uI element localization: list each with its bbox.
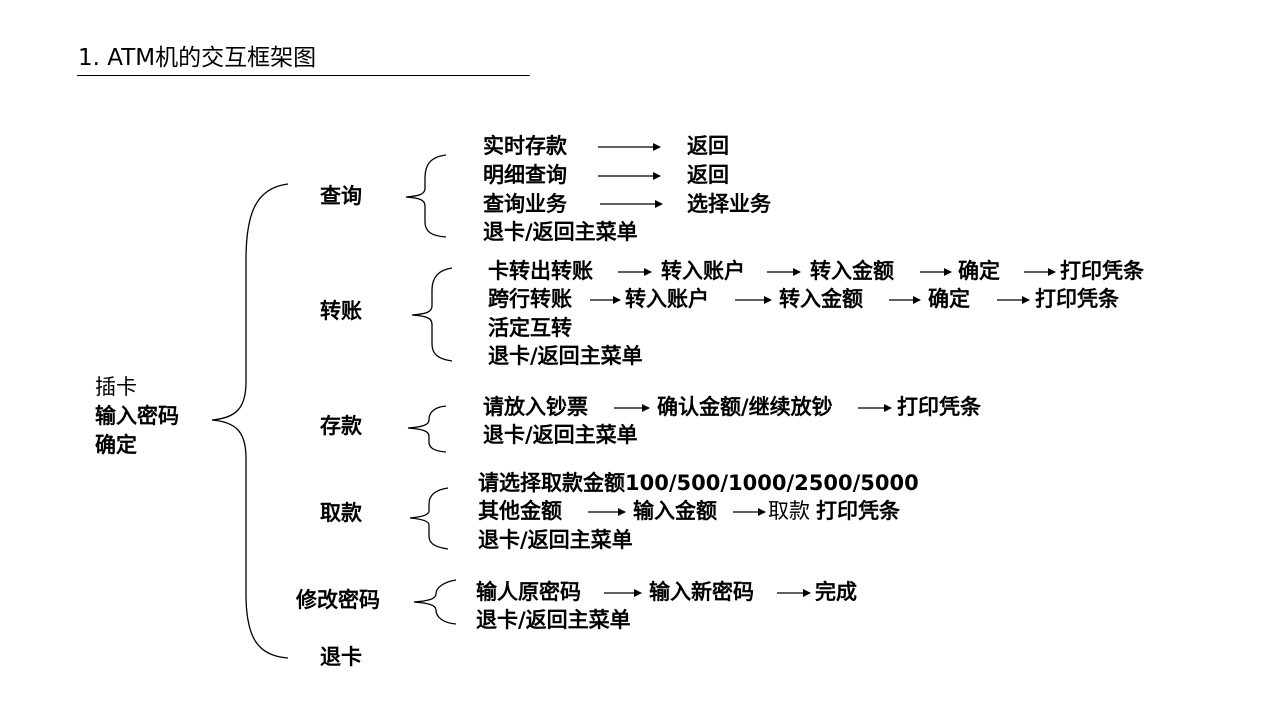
category-deposit: 存款 [320,414,362,438]
transfer-row-1-item-2: 转入账户 [661,259,745,283]
query-row-3-item-2: 选择业务 [687,192,771,216]
withdraw-row-2-item-1: 其他金额 [478,499,562,523]
transfer-row-2-item-2: 转入账户 [625,287,709,311]
root-line-confirm: 确定 [95,433,137,457]
withdraw-row-3-item-1: 退卡/返回主菜单 [478,528,633,552]
withdraw-row-1-item-1: 请选择取款金额100/500/1000/2500/5000 [478,471,919,495]
transfer-row-3-item-1: 活定互转 [488,316,572,340]
query-row-2-item-2: 返回 [687,163,729,187]
title-underline [77,75,530,76]
category-withdraw: 取款 [320,501,362,525]
transfer-row-2-item-4: 确定 [928,287,970,311]
withdraw-brace [409,487,449,550]
transfer-row-2-item-5: 打印凭条 [1035,287,1119,311]
query-row-4-item-1: 退卡/返回主菜单 [483,220,638,244]
changepin-row-1-item-2: 输入新密码 [649,580,754,604]
withdraw-row-2-item-2: 输入金额 [633,499,717,523]
category-query: 查询 [320,184,362,208]
transfer-row-1-item-5: 打印凭条 [1060,259,1144,283]
changepin-row-1-item-1: 输人原密码 [476,580,581,604]
transfer-row-1-item-4: 确定 [958,259,1000,283]
category-eject-card: 退卡 [320,645,362,669]
changepin-row-1-item-3: 完成 [815,580,857,604]
query-row-2-item-1: 明细查询 [483,163,567,187]
root-line-enter-pin: 输入密码 [95,404,179,428]
deposit-row-1-item-1: 请放入钞票 [483,395,588,419]
deposit-brace [407,405,447,453]
withdraw-row-2-item-4: 打印凭条 [816,499,900,523]
root-brace [211,183,289,659]
query-row-1-item-2: 返回 [687,134,729,158]
deposit-row-1-item-2: 确认金额/继续放钞 [657,395,833,419]
transfer-row-1-item-1: 卡转出转账 [488,259,593,283]
transfer-brace [411,267,453,362]
deposit-row-1-item-3: 打印凭条 [897,395,981,419]
deposit-row-2-item-1: 退卡/返回主菜单 [483,423,638,447]
root-line-insert-card: 插卡 [95,375,137,399]
query-row-3-item-1: 查询业务 [483,192,567,216]
transfer-row-4-item-1: 退卡/返回主菜单 [488,344,643,368]
category-change-pin: 修改密码 [296,588,380,612]
withdraw-row-2-item-3: 取款 [768,499,810,523]
transfer-row-1-item-3: 转入金额 [810,259,894,283]
transfer-row-2-item-3: 转入金额 [779,287,863,311]
page-title: 1. ATM机的交互框架图 [78,45,317,71]
transfer-row-2-item-1: 跨行转账 [488,287,572,311]
changepin-brace [413,579,457,625]
changepin-row-2-item-1: 退卡/返回主菜单 [476,608,631,632]
category-transfer: 转账 [320,299,362,323]
query-row-1-item-1: 实时存款 [483,134,567,158]
query-brace [405,154,447,238]
